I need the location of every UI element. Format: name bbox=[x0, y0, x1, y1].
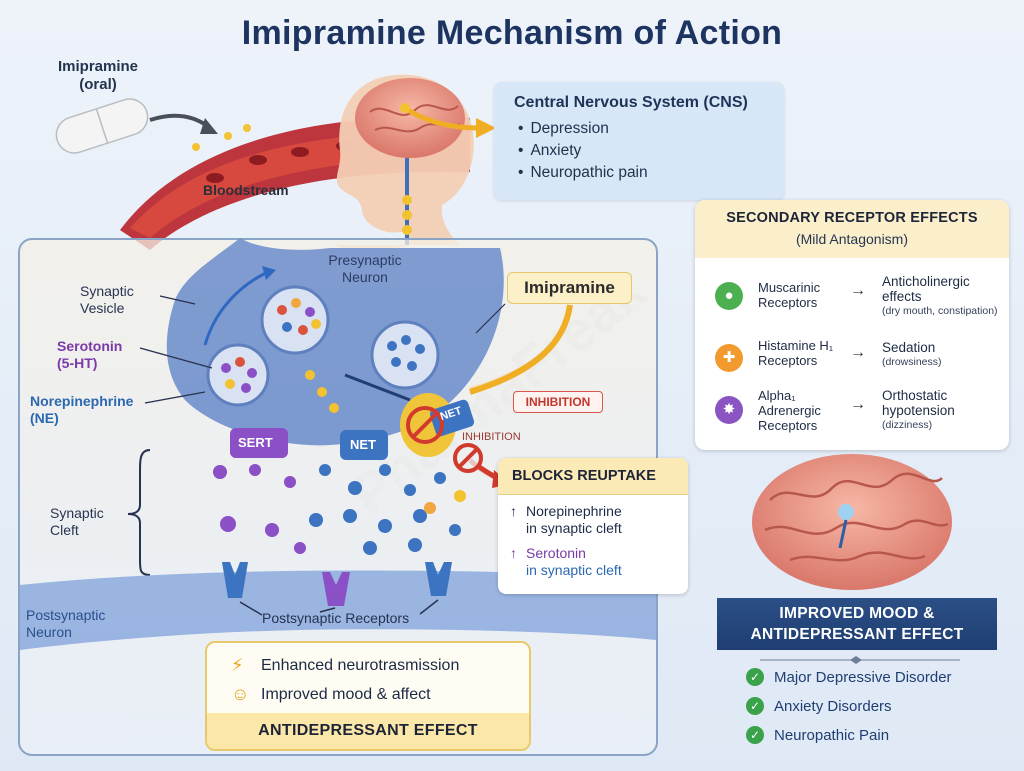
pill-arrow-icon bbox=[149, 113, 212, 130]
secondary-effects-title: SECONDARY RECEPTOR EFFECTS bbox=[726, 210, 978, 226]
page-title: Imipramine Mechanism of Action bbox=[241, 14, 783, 52]
arrow-icon: → bbox=[850, 344, 866, 361]
effect-item: ⚡ Enhanced neurotrasmission bbox=[207, 643, 529, 676]
histamine-icon: ✚ bbox=[715, 344, 743, 372]
receptor-name: Histamine H₁ Receptors bbox=[758, 338, 834, 368]
norepinephrine-label: Norepinephrine (NE) bbox=[30, 393, 134, 426]
serotonin-label: Serotonin (5-HT) bbox=[57, 338, 123, 371]
blocks-reuptake-box: BLOCKS REUPTAKE ↑ Norepinephrine in syna… bbox=[498, 458, 688, 594]
blocks-reuptake-title: BLOCKS REUPTAKE bbox=[498, 458, 688, 495]
muscarinic-icon: ● bbox=[715, 282, 743, 310]
cns-item: Anxiety bbox=[514, 140, 764, 162]
arrow-icon: → bbox=[850, 396, 866, 413]
cns-title: Central Nervous System (CNS) bbox=[514, 94, 748, 111]
secondary-effects-box: SECONDARY RECEPTOR EFFECTS (Mild Antagon… bbox=[695, 200, 1009, 450]
cns-box: Central Nervous System (CNS) Depression … bbox=[494, 82, 784, 200]
pill-icon bbox=[55, 98, 149, 154]
secondary-effect-row: ✚ Histamine H₁ Receptors → Sedation (dro… bbox=[695, 336, 1009, 392]
check-icon: ✓ bbox=[746, 668, 764, 686]
postsynaptic-receptors-label: Postsynaptic Receptors bbox=[262, 610, 410, 626]
up-arrow-icon: ↑ bbox=[510, 545, 517, 561]
effect-item: ☺ Improved mood & affect bbox=[207, 676, 529, 705]
banner-line: IMPROVED MOOD & bbox=[779, 605, 935, 622]
imipramine-tag: Imipramine bbox=[507, 272, 632, 304]
lightning-icon: ⚡ bbox=[231, 655, 244, 675]
postsynaptic-neuron-label: Postsynaptic Neuron bbox=[26, 607, 106, 640]
effect-box: ⚡ Enhanced neurotrasmission ☺ Improved m… bbox=[205, 641, 531, 751]
check-icon: ✓ bbox=[746, 726, 764, 744]
indication-item: ✓ Neuropathic Pain bbox=[746, 726, 889, 744]
norepinephrine-name: Norepinephrine bbox=[526, 503, 622, 519]
cns-arrow-icon bbox=[403, 105, 479, 131]
sert-label: SERT bbox=[238, 435, 273, 450]
effect-item-text: Enhanced neurotrasmission bbox=[261, 656, 460, 674]
synaptic-vesicle-label: Synaptic Vesicle bbox=[80, 283, 134, 316]
synaptic-cleft-label: Synaptic Cleft bbox=[50, 505, 104, 538]
serotonin-name: Serotonin bbox=[526, 545, 586, 561]
serotonin-sub: in synaptic cleft bbox=[526, 562, 622, 578]
cns-item: Neuropathic pain bbox=[514, 162, 764, 184]
secondary-effects-header: SECONDARY RECEPTOR EFFECTS (Mild Antagon… bbox=[695, 200, 1009, 258]
norepinephrine-sub: in synaptic cleft bbox=[526, 520, 622, 536]
pill-label: Imipramine (oral) bbox=[57, 58, 139, 93]
serotonin-increase: ↑ Serotonin in synaptic cleft bbox=[498, 537, 688, 579]
receptor-name: Muscarinic Receptors bbox=[758, 280, 821, 310]
effect-name: Sedation (drowsiness) bbox=[882, 340, 942, 368]
presynaptic-neuron-label: Presynaptic Neuron bbox=[328, 252, 402, 285]
inhibition-tag: INHIBITION bbox=[513, 391, 603, 413]
norepinephrine-increase: ↑ Norepinephrine in synaptic cleft bbox=[498, 495, 688, 537]
effect-name: Anticholinergic effects (dry mouth, cons… bbox=[882, 274, 998, 317]
indication-item: ✓ Anxiety Disorders bbox=[746, 697, 892, 715]
banner-line: ANTIDEPRESSANT EFFECT bbox=[750, 626, 964, 643]
alpha-adrenergic-icon: ✸ bbox=[715, 396, 743, 424]
inhibition-tag-secondary: INHIBITION bbox=[462, 431, 521, 443]
indication-item: ✓ Major Depressive Disorder bbox=[746, 668, 952, 686]
net-label: NET bbox=[350, 437, 376, 452]
check-icon: ✓ bbox=[746, 697, 764, 715]
secondary-effect-row: ● Muscarinic Receptors → Anticholinergic… bbox=[695, 274, 1009, 330]
cns-item: Depression bbox=[514, 118, 764, 140]
antidepressant-effect-banner: ANTIDEPRESSANT EFFECT bbox=[207, 713, 529, 749]
arrow-icon: → bbox=[850, 282, 866, 299]
improved-mood-banner: IMPROVED MOOD & ANTIDEPRESSANT EFFECT bbox=[717, 598, 997, 650]
up-arrow-icon: ↑ bbox=[510, 503, 517, 519]
receptor-name: Alpha₁ Adrenergic Receptors bbox=[758, 388, 821, 433]
bloodstream-label: Bloodstream bbox=[203, 182, 289, 198]
brain-icon bbox=[355, 78, 465, 158]
effect-item-text: Improved mood & affect bbox=[261, 685, 431, 703]
smiley-icon: ☺ bbox=[231, 684, 250, 704]
secondary-effect-row: ✸ Alpha₁ Adrenergic Receptors → Orthosta… bbox=[695, 388, 1009, 444]
effect-name: Orthostatic hypotension (dizziness) bbox=[882, 388, 955, 431]
brain-illustration bbox=[752, 454, 952, 590]
secondary-effects-subtitle: (Mild Antagonism) bbox=[795, 231, 909, 247]
